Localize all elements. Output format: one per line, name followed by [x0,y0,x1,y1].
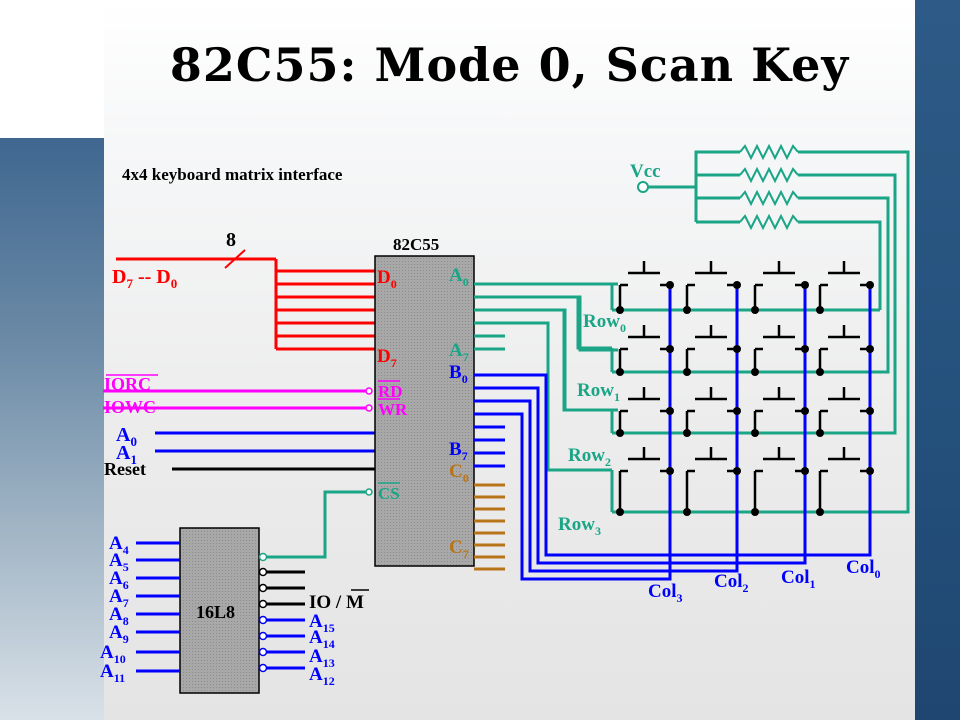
key-switch [816,261,874,314]
pal-input-label: A10 [100,642,126,666]
key-switch [816,387,874,437]
pin-c7: C7 [449,537,469,561]
key-switch [751,325,809,376]
pin-d7: D7 [377,346,397,370]
pin-b0: B0 [449,362,468,386]
row-2-label: Row2 [568,445,611,469]
key-switch [683,261,741,314]
cs-bubble [365,488,373,496]
row-horizontals [474,282,880,514]
wr-bubble [365,404,373,412]
key-switch [683,387,741,437]
a12-label: A12 [309,664,335,688]
port-b-stubs [474,425,505,468]
port-a-stubs [474,321,505,351]
row-0-label: Row0 [583,311,626,335]
chip-16l8-label: 16L8 [196,602,235,622]
pal-input-label: A8 [109,604,129,628]
iowc-label: IOWC [104,397,156,417]
pin-cs: CS [378,484,400,503]
pal-input-label: A6 [109,568,129,592]
data-bus [116,249,375,351]
pin-c0: C0 [449,461,469,485]
address-lines [155,431,375,453]
pal-output-lines [263,570,305,670]
a15-label: A15 [309,611,335,635]
key-switch [751,447,809,516]
a0-input-label: A0 [116,424,137,449]
key-switch [616,387,674,437]
pal-output-bubbles [258,552,268,673]
control-lines [103,374,366,410]
key-switch [751,261,809,314]
a14-label: A14 [309,627,335,651]
key-switch [616,325,674,376]
bus-width-label: 8 [226,229,236,251]
a1-input-label: A1 [116,442,137,467]
active-low-overlines [378,380,400,400]
pin-wr: WR [378,400,408,419]
pin-rd: RD [378,382,403,401]
col-1-label: Col1 [781,567,816,591]
cs-line [267,490,366,559]
data-bus-label: D7 -- D0 [112,266,177,291]
pal-input-label: A7 [109,586,129,610]
chip-16l8 [179,527,260,694]
chip-82c55-label: 82C55 [393,235,439,254]
pal-input-label: A9 [109,622,129,646]
key-matrix [616,261,874,516]
pal-input-label: A11 [100,661,125,685]
iorc-label: IORC [104,374,151,394]
row-3-label: Row3 [558,514,601,538]
key-switch [816,325,874,376]
pin-a0: A0 [449,265,469,289]
pal-input-lines [136,541,180,673]
slide-title: 82C55: Mode 0, Scan Key [169,38,850,92]
pin-a7: A7 [449,340,469,364]
pull-up-resistors [648,143,910,514]
col-0-label: Col0 [846,557,881,581]
svg-text:Vcc: Vcc [630,161,661,182]
chip-82c55 [374,255,475,567]
row-1-label: Row1 [577,380,620,404]
key-switch [816,447,874,516]
key-switch [683,325,741,376]
col-2-label: Col2 [714,571,749,595]
key-switch [683,447,741,516]
port-c-stubs [474,483,505,571]
svg-text:D7 -- D0: D7 -- D0 [112,266,177,291]
key-switch [616,447,674,516]
key-switch [616,261,674,314]
diagram-caption: 4x4 keyboard matrix interface [122,165,343,184]
pin-b7: B7 [449,439,468,463]
pal-input-label: A4 [109,533,129,557]
vcc-symbol: Vcc [630,161,661,193]
rd-bubble [365,387,373,395]
io-m-label: IO / M [309,592,364,613]
col-3-label: Col3 [648,581,683,605]
pin-d0: D0 [377,267,397,291]
reset-label: Reset [104,459,146,479]
key-switch [751,387,809,437]
a13-label: A13 [309,646,335,670]
pal-input-label: A5 [109,550,129,574]
